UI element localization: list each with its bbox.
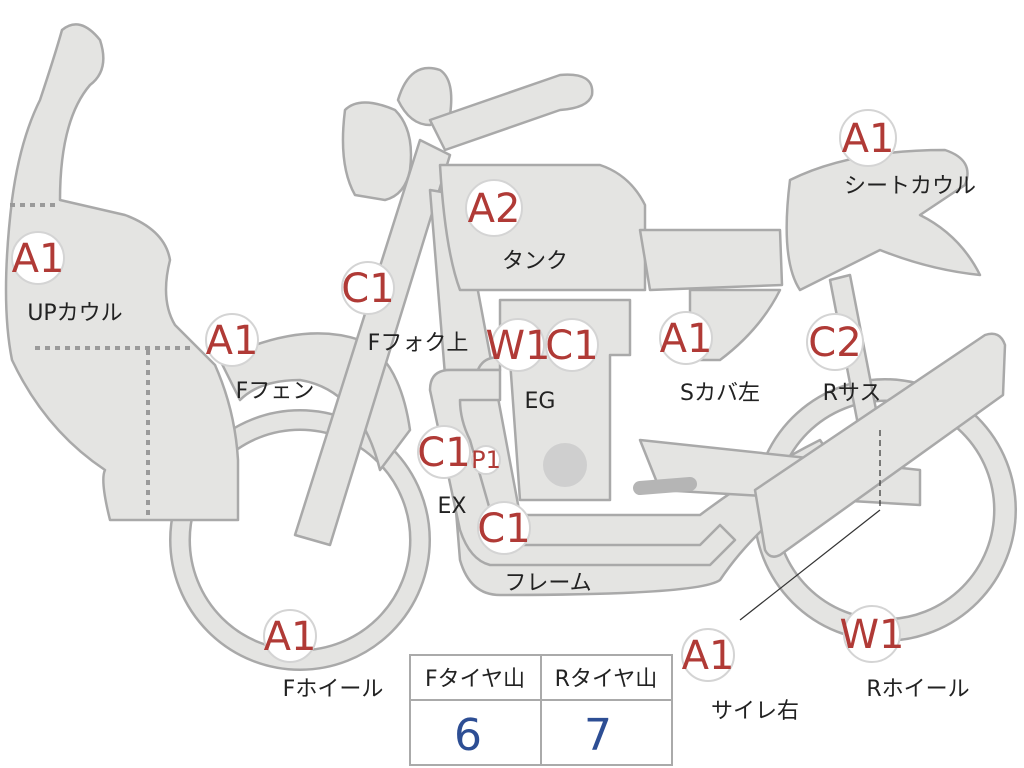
badge-code: C1: [545, 323, 598, 369]
part-label: EG: [525, 389, 556, 414]
badge-circle: [545, 318, 599, 372]
badge-code: A1: [842, 116, 895, 162]
badge-eg-w1: W1: [486, 318, 551, 372]
exhaust-pipe: [428, 368, 737, 567]
part-label: フレーム: [504, 571, 591, 596]
front-fork: [293, 138, 452, 547]
badge-circle: [263, 609, 317, 663]
badge-circle: [205, 313, 259, 367]
badge-code: W1: [840, 612, 905, 658]
badge-code: A1: [682, 633, 735, 679]
badge-circle: [491, 318, 545, 372]
badge-circle: [341, 261, 395, 315]
badge-code: A2: [468, 186, 521, 232]
part-label: サイレ右: [711, 699, 799, 724]
badge-circle: [11, 231, 65, 285]
seat: [638, 228, 784, 292]
handlebar: [396, 66, 453, 127]
badge-ex-p1: P1: [471, 445, 501, 475]
damage-badges: A1UPカウルA1FフェンC1Fフォク上A2タンクW1C1EGA1Sカバ左C2R…: [11, 109, 976, 724]
badge-circle: [839, 109, 897, 167]
badge-silencer-right: A1 サイレ右: [681, 628, 799, 724]
badge-circle: [465, 179, 523, 237]
badge-code: A1: [206, 318, 259, 364]
badge-circle: [417, 425, 471, 479]
headlight: [341, 101, 413, 202]
upper-cowl: [4, 23, 240, 522]
badge-code: C1: [341, 266, 394, 312]
badge-circle: [681, 628, 735, 682]
part-label: Sカバ左: [680, 381, 760, 406]
badge-code: P1: [471, 446, 501, 474]
badge-code: C2: [808, 320, 861, 366]
badge-code: W1: [486, 323, 551, 369]
part-label: EX: [438, 494, 467, 519]
badge-circle: [843, 605, 901, 663]
badge-frame: C1 フレーム: [477, 501, 592, 596]
part-label: シートカウル: [844, 174, 976, 199]
badge-seat-cowl: A1 シートカウル: [839, 109, 976, 199]
chain-adjuster: [633, 477, 697, 495]
badge-code: A1: [264, 614, 317, 660]
rear-tread-header: Rタイヤ山: [555, 667, 658, 692]
part-label: Rホイール: [866, 677, 969, 702]
badge-code: C1: [417, 430, 470, 476]
badge-tank: A2 タンク: [465, 179, 568, 274]
handlebar-grip: [428, 73, 594, 152]
part-label: Rサス: [823, 381, 882, 406]
part-label: Fフェン: [236, 379, 315, 404]
tread-table: Fタイヤ山 Rタイヤ山 6 7: [409, 654, 673, 766]
part-label: UPカウル: [27, 301, 122, 326]
badge-code: A1: [660, 316, 713, 362]
engine-cover: [543, 443, 587, 487]
part-label: タンク: [502, 249, 568, 274]
front-tread-header: Fタイヤ山: [425, 667, 525, 692]
badge-circle: [806, 313, 864, 371]
badge-circle: [471, 445, 501, 475]
badge-circle: [477, 501, 531, 555]
badge-circle: [659, 311, 713, 365]
badge-code: A1: [12, 236, 65, 282]
silencer-leader: [739, 509, 881, 621]
seat-cowl: [785, 148, 982, 292]
rear-tread-value: 7: [584, 710, 612, 761]
badge-code: C1: [477, 506, 530, 552]
part-label: Fフォク上: [368, 331, 469, 356]
part-label: Fホイール: [283, 677, 384, 702]
front-tread-value: 6: [454, 710, 482, 761]
